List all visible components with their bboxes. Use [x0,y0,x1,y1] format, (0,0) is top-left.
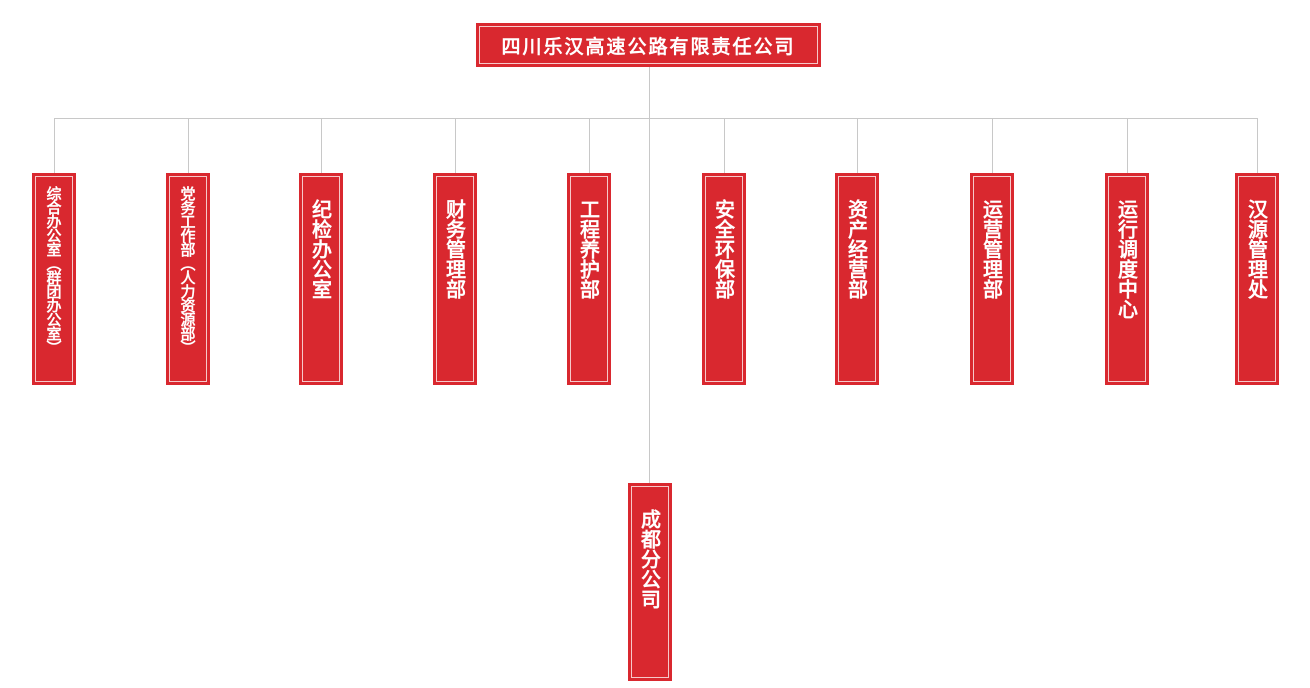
department-node-finance: 财务管理部 [433,173,477,385]
branch-label: 成都分公司 [637,509,662,609]
branch-node-chengdu: 成都分公司 [628,483,672,681]
department-drop-connector [1127,118,1128,173]
department-node-engineering-maintenance: 工程养护部 [567,173,611,385]
department-node-dispatch-center: 运行调度中心 [1105,173,1149,385]
department-drop-connector [724,118,725,173]
department-drop-connector [321,118,322,173]
department-label: 纪检办公室 [308,199,333,299]
department-label: 财务管理部 [442,199,467,299]
root-company-label: 四川乐汉高速公路有限责任公司 [501,35,796,58]
department-label: 安全环保部 [711,199,736,299]
department-bus-connector [54,118,1258,119]
department-label: 党务工作部（人力资源部） [178,186,197,354]
department-drop-connector [589,118,590,173]
department-node-discipline-office: 纪检办公室 [299,173,343,385]
department-label: 汉源管理处 [1244,199,1269,299]
department-node-general-office: 综合办公室（群团办公室） [32,173,76,385]
department-node-party-affairs: 党务工作部（人力资源部） [166,173,210,385]
department-label: 工程养护部 [576,199,601,299]
root-trunk-connector [649,67,650,483]
department-node-operations-management: 运营管理部 [970,173,1014,385]
department-label: 运营管理部 [979,199,1004,299]
root-company-node: 四川乐汉高速公路有限责任公司 [476,23,821,67]
department-label: 运行调度中心 [1114,199,1139,319]
department-drop-connector [992,118,993,173]
department-drop-connector [455,118,456,173]
department-drop-connector [54,118,55,173]
department-node-asset-management: 资产经营部 [835,173,879,385]
department-node-hanyuan-office: 汉源管理处 [1235,173,1279,385]
department-drop-connector [188,118,189,173]
department-drop-connector [1257,118,1258,173]
department-drop-connector [857,118,858,173]
department-label: 资产经营部 [844,199,869,299]
department-label: 综合办公室（群团办公室） [44,186,63,354]
department-node-safety-environment: 安全环保部 [702,173,746,385]
